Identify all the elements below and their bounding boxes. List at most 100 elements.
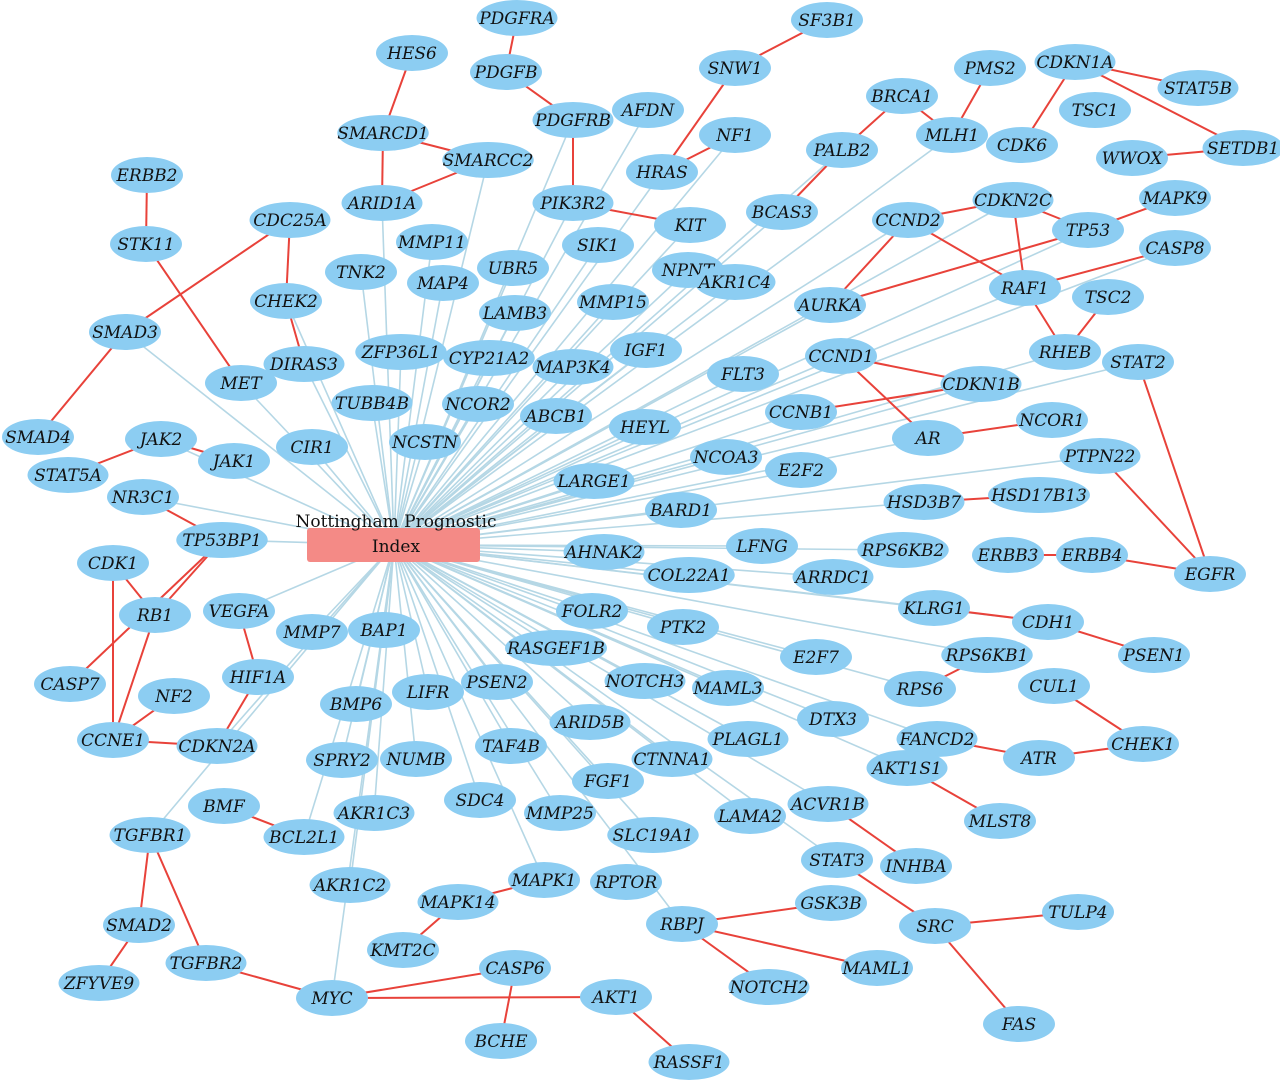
gene-node-label: CDKN2C <box>974 191 1052 211</box>
gene-node-label: LAMA2 <box>717 807 782 827</box>
gene-node-label: ERBB4 <box>1060 546 1122 566</box>
gene-node-label: RPS6KB1 <box>945 646 1029 666</box>
gene-node-label: INHBA <box>884 857 946 877</box>
gene-node-lifr: LIFR <box>392 674 464 710</box>
gene-node-shape <box>1096 140 1168 176</box>
gene-node-arid5b: ARID5B <box>549 704 631 740</box>
gene-node-rassf1: RASSF1 <box>648 1044 730 1080</box>
gene-node-label: AKT1S1 <box>870 759 942 779</box>
gene-node-cdk1: CDK1 <box>77 545 149 581</box>
gene-node-cdkn2a: CDKN2A <box>176 728 258 764</box>
gene-node-ubr5: UBR5 <box>477 250 549 286</box>
gene-node-jak1: JAK1 <box>198 443 270 479</box>
gene-node-shape <box>866 78 938 114</box>
gene-node-stat3: STAT3 <box>801 842 873 878</box>
gene-node-shape <box>1139 230 1211 266</box>
gene-node-label: LIFR <box>406 683 450 703</box>
gene-node-shape <box>699 117 771 153</box>
gene-node-label: PMS2 <box>963 59 1015 79</box>
gene-node-shape <box>648 1044 730 1080</box>
gene-node-label: CUL1 <box>1029 677 1078 697</box>
gene-node-shape <box>407 265 479 301</box>
hub-edge-abcb1 <box>393 415 557 546</box>
gene-node-shape <box>532 185 614 221</box>
interaction-edge-rb1-ccne1 <box>112 614 156 741</box>
gene-node-shape <box>1174 556 1246 592</box>
gene-node-shape <box>607 817 699 853</box>
hub-edge-ar <box>393 437 929 546</box>
gene-node-shape <box>654 207 726 243</box>
gene-node-shape <box>442 386 514 422</box>
gene-node-raf1: RAF1 <box>989 270 1061 306</box>
gene-node-label: PTK2 <box>659 618 706 638</box>
gene-node-label: NF2 <box>154 687 193 707</box>
gene-node-large1: LARGE1 <box>553 463 635 499</box>
gene-node-label: RASSF1 <box>653 1053 725 1073</box>
gene-node-label: MMP11 <box>397 233 466 253</box>
gene-node-map3k4: MAP3K4 <box>532 349 614 385</box>
gene-node-shape <box>306 742 378 778</box>
gene-node-label: HSD3B7 <box>886 493 961 513</box>
gene-node-snw1: SNW1 <box>699 50 771 86</box>
hub-edge-map4 <box>393 282 444 546</box>
hub-box <box>307 528 480 562</box>
gene-node-shape <box>899 908 971 944</box>
gene-node-shape <box>103 907 175 943</box>
gene-node-mlst8: MLST8 <box>964 803 1036 839</box>
gene-node-bap1: BAP1 <box>348 612 420 648</box>
gene-node-akr1c3: AKR1C3 <box>333 795 415 831</box>
gene-node-shape <box>795 885 867 921</box>
gene-node-nf1: NF1 <box>699 117 771 153</box>
gene-node-label: SF3B1 <box>798 11 856 31</box>
gene-node-shape <box>647 609 719 645</box>
gene-node-shape <box>690 439 762 475</box>
gene-node-label: CCNB1 <box>769 403 833 423</box>
hub-edge-nf1 <box>393 134 736 546</box>
gene-node-label: SMAD2 <box>106 916 172 936</box>
gene-node-kit: KIT <box>654 207 726 243</box>
gene-node-ccne1: CCNE1 <box>77 722 149 758</box>
gene-node-shape <box>205 365 277 401</box>
gene-node-ccnb1: CCNB1 <box>765 394 837 430</box>
gene-node-shape <box>626 154 698 190</box>
gene-node-ncor2: NCOR2 <box>442 386 514 422</box>
gene-node-shape <box>1056 537 1128 573</box>
gene-node-shape <box>1059 438 1141 474</box>
hub-edge-sdc4 <box>393 544 481 801</box>
gene-node-casp7: CASP7 <box>34 666 106 702</box>
gene-node-shape <box>477 250 549 286</box>
gene-node-shape <box>707 721 789 757</box>
gene-node-label: PIK3R2 <box>539 194 605 214</box>
gene-node-label: CDKN1B <box>942 375 1020 395</box>
gene-node-ar: AR <box>892 420 964 456</box>
gene-node-shape <box>1059 92 1131 128</box>
gene-node-diras3: DIRAS3 <box>263 346 345 382</box>
gene-node-label: SDC4 <box>455 791 504 811</box>
interaction-edge-tgfbr1-tgfbr2 <box>149 834 207 964</box>
gene-node-ccnd2: CCND2 <box>872 202 944 238</box>
gene-node-label: LAMB3 <box>482 304 547 324</box>
gene-node-fancd2: FANCD2 <box>896 721 978 757</box>
gene-node-shape <box>988 477 1090 513</box>
gene-node-label: BMP6 <box>329 695 382 715</box>
gene-node-label: MAML1 <box>841 959 911 979</box>
gene-node-shape <box>276 614 348 650</box>
gene-node-label: TAF4B <box>482 737 540 757</box>
gene-node-shape <box>972 182 1054 218</box>
gene-node-label: FOLR2 <box>561 602 623 622</box>
gene-node-shape <box>27 457 109 493</box>
gene-node-shape <box>805 338 877 374</box>
gene-node-label: ABCB1 <box>523 407 586 427</box>
gene-node-shape <box>556 593 628 629</box>
gene-node-mapk14: MAPK14 <box>417 884 499 920</box>
gene-node-shape <box>1102 344 1174 380</box>
gene-node-shape <box>348 612 420 648</box>
gene-node-shape <box>728 969 810 1005</box>
gene-node-rasgef1b: RASGEF1B <box>505 630 607 666</box>
gene-node-label: LARGE1 <box>556 472 630 492</box>
gene-node-ptk2: PTK2 <box>647 609 719 645</box>
gene-node-mapk9: MAPK9 <box>1139 180 1211 216</box>
gene-node-plagl1: PLAGL1 <box>707 721 789 757</box>
gene-node-akt1s1: AKT1S1 <box>866 750 948 786</box>
gene-node-shape <box>563 534 645 570</box>
